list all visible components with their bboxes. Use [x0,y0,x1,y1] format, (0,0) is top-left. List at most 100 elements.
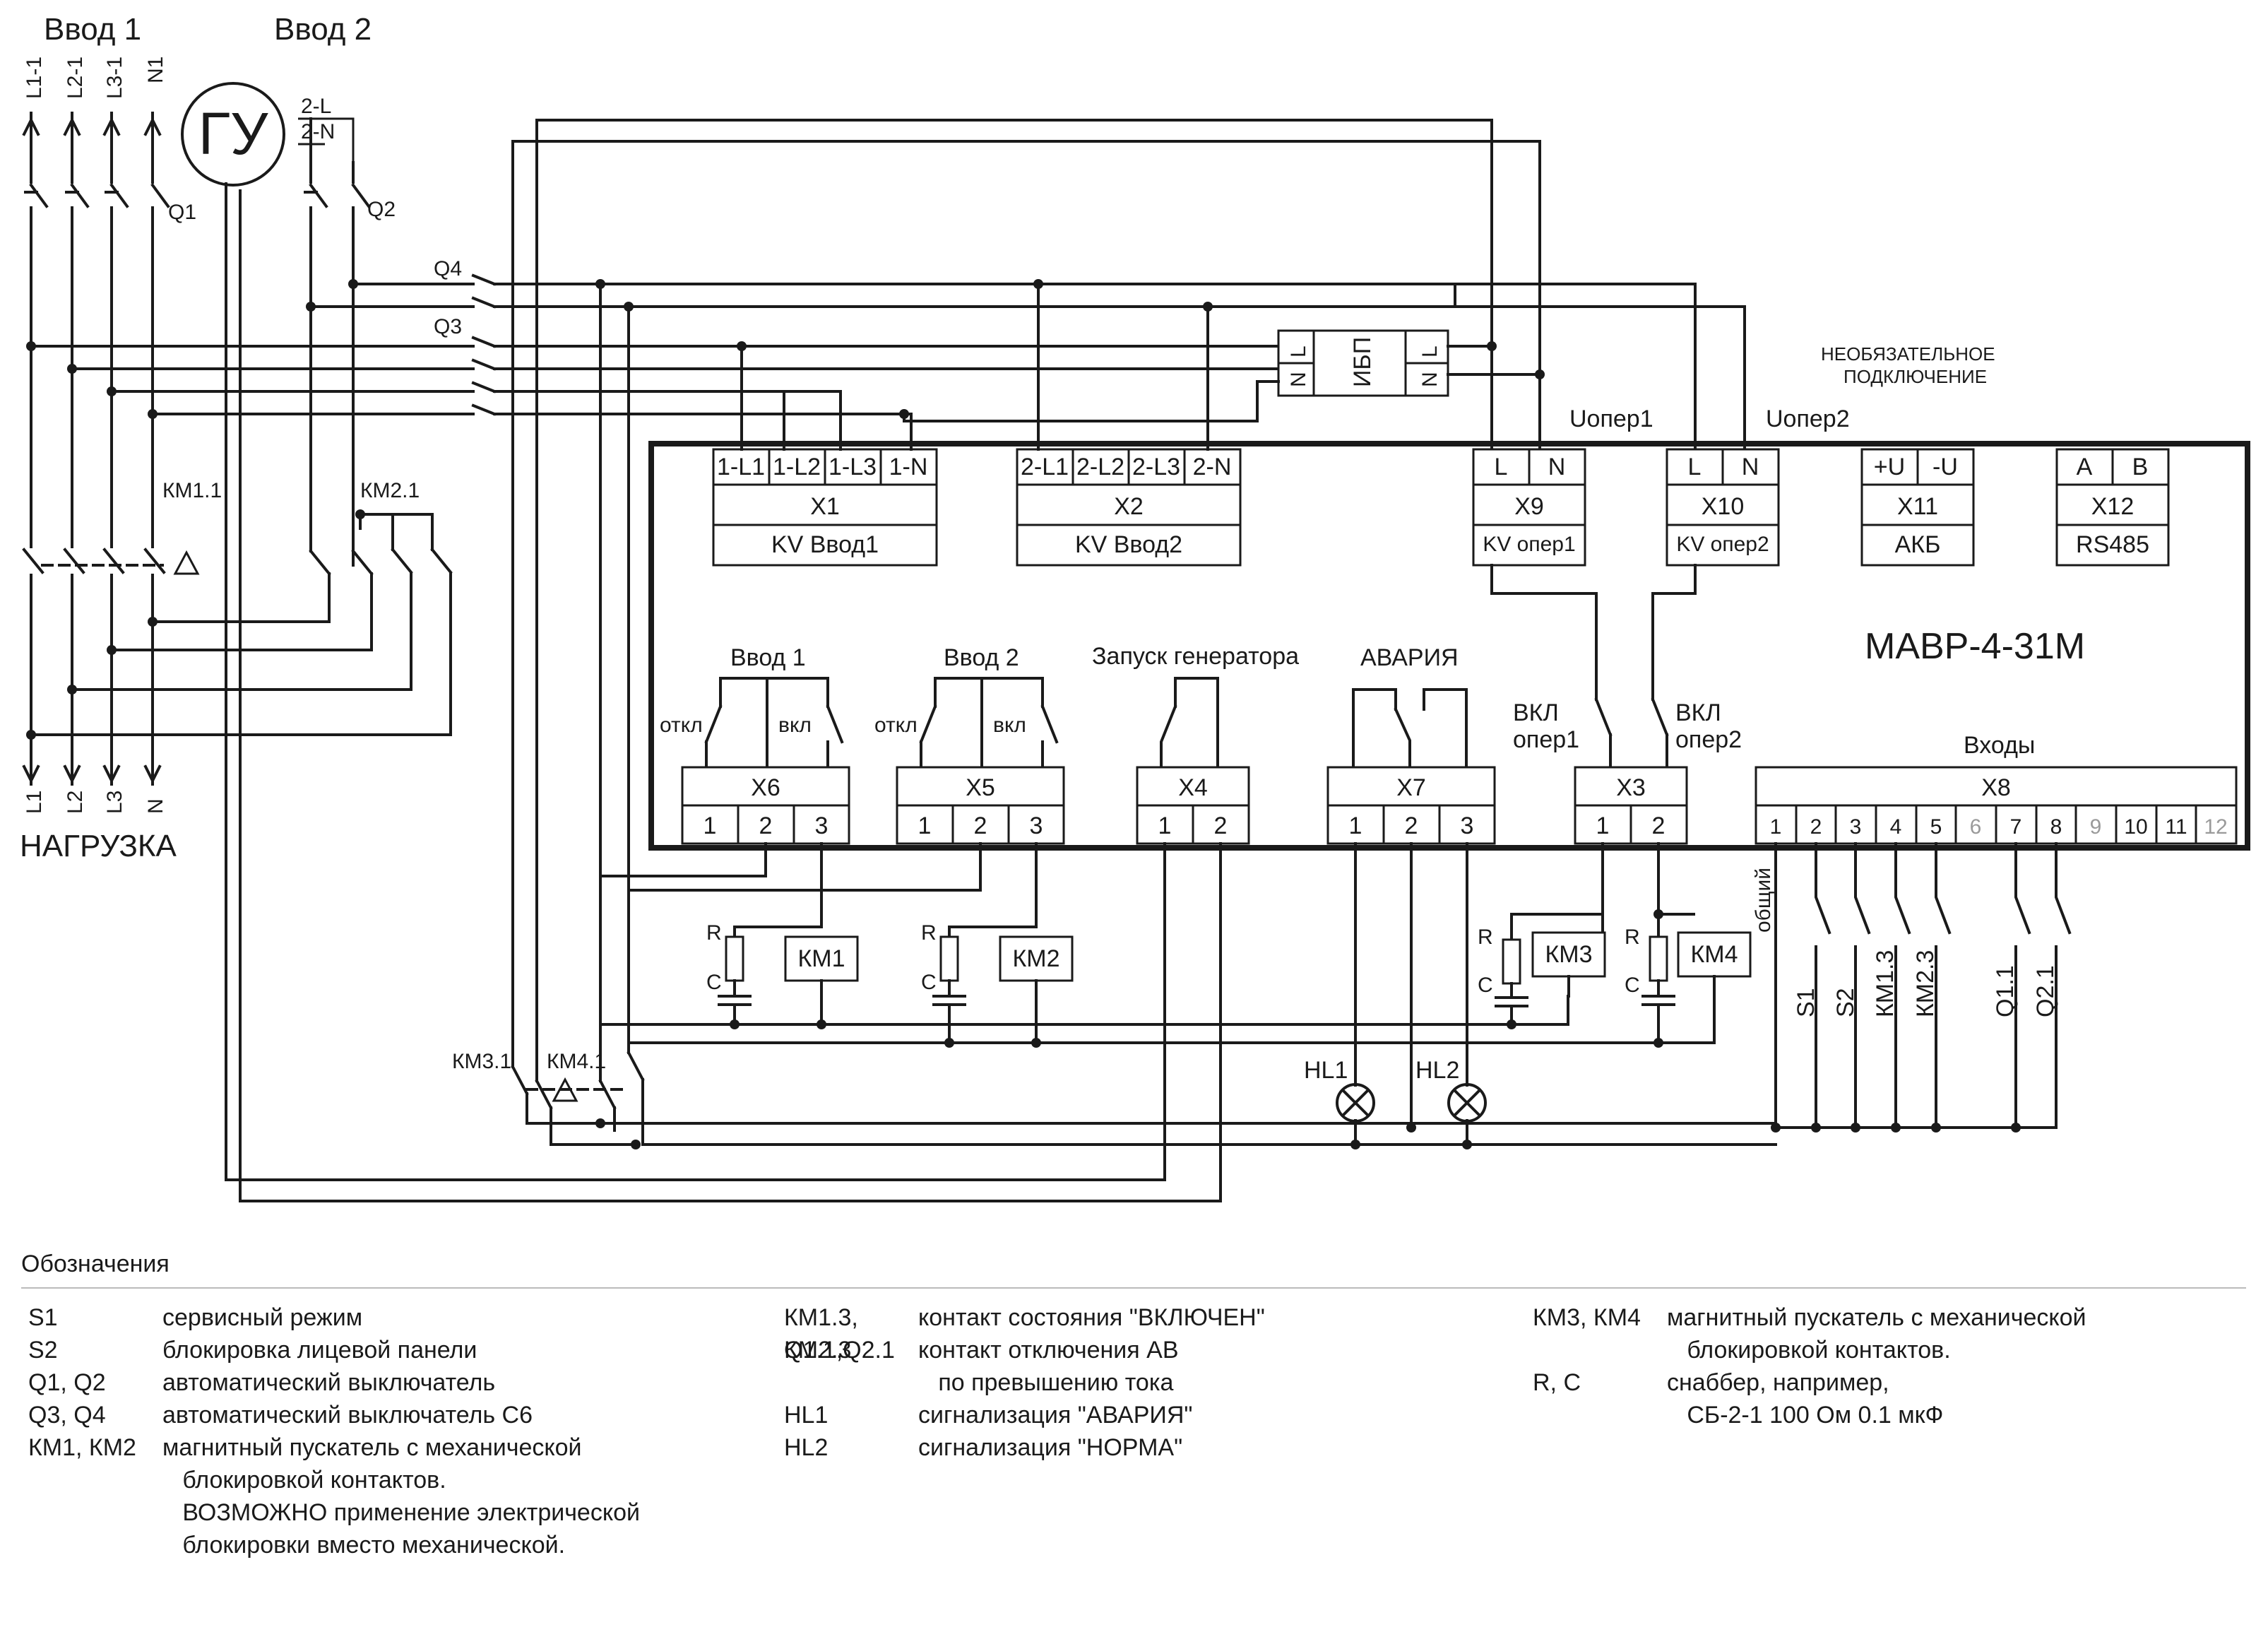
legend-item: КМ3, КМ4 магнитный пускатель с механичес… [1533,1301,2239,1366]
load-label: НАГРУЗКА [20,829,177,863]
x3-pin: 1 [1596,812,1610,839]
relay-vkl-oper1-label: ВКЛ [1513,699,1559,726]
q4-label: Q4 [434,257,462,280]
terminal-x2 [1016,448,1242,567]
km3-c-label: C [1478,974,1493,997]
x7-pin: 1 [1349,812,1362,839]
x1-pin: 1-L2 [773,454,821,480]
input-switch-label: Q2.1 [2032,965,2059,1017]
x2-pin: 2-L3 [1132,454,1180,480]
q4-breaker [309,273,1746,309]
legend-item: HL1 сигнализация "АВАРИЯ" [784,1399,1490,1431]
relay-vvod1-label: Ввод 1 [730,644,806,671]
legend-desc: по превышению тока [918,1369,1174,1396]
km1-coil-label: КМ1 [797,945,845,972]
km11-label: КМ1.1 [162,479,222,502]
phase-out-label: L1 [23,791,46,814]
device-frame [648,441,2250,851]
x1-pin: 1-N [889,454,928,480]
x10-func: KV опер2 [1676,533,1769,556]
legend-desc: снаббер, например, [1667,1369,1889,1396]
legend-desc: блокировкой контактов. [162,1467,446,1494]
x8-pin: 5 [1930,815,1942,839]
x1-pin: 1-L3 [829,454,877,480]
input1-label: Ввод 1 [44,12,141,47]
legend-code: S1 [28,1304,58,1331]
x9-pin: L [1495,454,1508,480]
x9-name: X9 [1514,493,1544,520]
terminal-x5 [896,766,1065,845]
km3-coil-label: КМ3 [1545,941,1592,968]
legend-divider [21,1287,2246,1289]
km3-r-label: R [1478,926,1493,949]
x7-name: X7 [1396,774,1426,801]
ups-pin-n: N [1287,372,1310,387]
x4-pin: 1 [1158,812,1172,839]
legend-desc: сигнализация "АВАРИЯ" [918,1402,1193,1429]
x5-pin: 1 [918,812,932,839]
x3-name: X3 [1616,774,1646,801]
legend-column-3: КМ3, КМ4 магнитный пускатель с механичес… [1533,1301,2239,1431]
input-switch-label: S1 [1793,988,1819,1017]
legend-desc: сервисный режим [162,1304,363,1331]
relay-vvod2-label: Ввод 2 [944,644,1019,671]
legend-desc: блокировки вместо механической. [162,1532,566,1559]
phase-out-label: L2 [64,791,87,814]
legend-item: КМ1, КМ2 магнитный пускатель с механичес… [28,1431,763,1561]
phase-in-label: N1 [144,57,167,83]
x4-name: X4 [1178,774,1208,801]
km1-c-label: C [706,971,722,994]
x11-pin: -U [1932,454,1958,480]
phase-out-label: L3 [103,791,126,814]
legend-item: R, C снаббер, например, СБ-2-1 100 Ом 0.… [1533,1366,2239,1431]
legend-item: S1 сервисный режим [28,1301,763,1334]
legend-code: S2 [28,1337,58,1364]
phase-out-label: N [144,798,167,814]
x6-pin: 2 [759,812,773,839]
x12-func: RS485 [2076,531,2149,558]
input-switch-label: КМ2.3 [1912,950,1939,1017]
wiring-diagram: Ввод 1 Ввод 2 L1-1 L2-1 L3-1 N1 ГУ 2-L 2… [20,12,2250,1202]
input2-label: Ввод 2 [274,12,372,47]
km2-c-label: C [921,971,937,994]
terminal-x1 [712,448,938,567]
legend-code: КМ3, КМ4 [1533,1304,1641,1331]
legend-code: Q1, Q2 [28,1369,106,1396]
device-title: МАВР-4-31М [1865,626,2085,667]
x8-name: X8 [1981,774,2011,801]
legend-desc: магнитный пускатель с механической [1667,1304,2086,1331]
x12-pin: B [2132,454,2149,480]
relay-otkl-label: откл [874,714,918,737]
phase-in-label: L2-1 [64,57,87,99]
x11-pin: +U [1874,454,1905,480]
ups-pin-l: L [1287,345,1310,357]
x8-pin: 12 [2204,815,2227,839]
km4-c-label: C [1625,974,1640,997]
x8-pin: 6 [1970,815,1982,839]
x5-pin: 3 [1030,812,1043,839]
q2-breaker [304,183,371,208]
x8-pin: 2 [1810,815,1822,839]
hl1-lamp [1336,1083,1375,1123]
legend-desc: автоматический выключатель [162,1369,496,1396]
legend-item: Q1, Q2 автоматический выключатель [28,1366,763,1399]
legend-desc: контакт отключения АВ [918,1337,1179,1364]
x7-pin: 3 [1461,812,1474,839]
x8-pin: 9 [2090,815,2102,839]
km4-coil-circuit [1641,909,1752,1048]
legend-item: Q1.1,Q2.1 контакт отключения АВ по превы… [784,1334,1490,1399]
legend-item: КМ1.3, контакт состояния "ВКЛЮЧЕН" [784,1301,1490,1334]
km1-r-label: R [706,921,722,945]
ups-title: ИБП [1349,337,1376,387]
legend-column-2: КМ1.3, контакт состояния "ВКЛЮЧЕН" КМ2.3… [784,1301,1490,1464]
input-switch-label: S2 [1832,988,1859,1017]
terminal-x10 [1666,448,1780,567]
x2-pin: 2-L2 [1076,454,1124,480]
relay-gen-label: Запуск генератора [1092,643,1299,670]
x2-pin: 2-L1 [1021,454,1069,480]
terminal-x4 [1136,766,1250,845]
phase-in-label: L3-1 [103,57,126,99]
x6-pin: 1 [703,812,717,839]
ups-block [1277,329,1449,397]
x10-pin: L [1688,454,1702,480]
